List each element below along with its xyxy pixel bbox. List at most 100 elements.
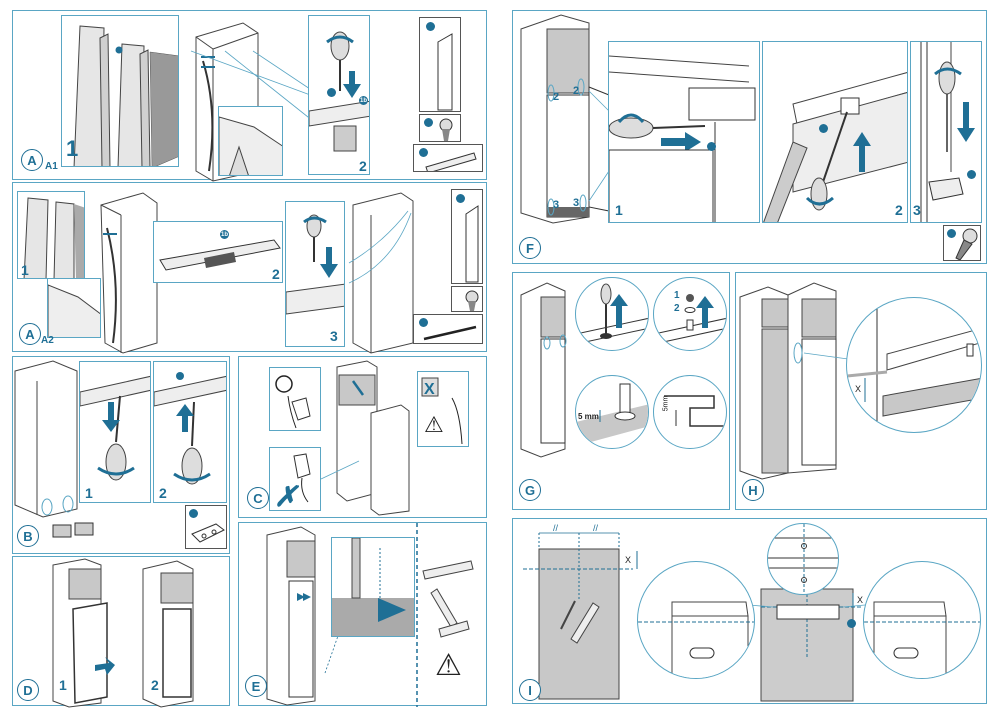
a2-step1-gaskets: 1	[17, 191, 85, 279]
panel-c: ✗ X ⚠ C	[238, 356, 487, 518]
g-zoom-5mm-dimension: 5 mm	[575, 375, 649, 449]
f-step2: 2	[762, 41, 908, 223]
fridge-install-illustration	[52, 558, 194, 708]
step-number: 1	[615, 202, 623, 218]
step-number: 3	[330, 328, 338, 344]
panel-i: // // X X I	[512, 518, 987, 704]
dimension-x-label: X	[857, 595, 864, 605]
panel-e: ⚠ E	[238, 522, 487, 707]
a1-hinge-detail	[218, 106, 283, 176]
part-badge	[967, 170, 976, 179]
part-badge	[327, 88, 336, 97]
part-tapping-screw	[943, 225, 981, 261]
section-sublabel-a2: A2	[41, 335, 54, 346]
i-zoom-top-center	[767, 523, 839, 595]
equal-spacing-mark: //	[553, 523, 559, 533]
section-letter-c: C	[247, 487, 269, 509]
callout-number: 2	[553, 91, 560, 103]
section-letter-f: F	[519, 237, 541, 259]
g-zoom-remove-screw	[575, 277, 649, 351]
section-letter-i: I	[519, 679, 541, 701]
i-zoom-right-edge	[863, 561, 981, 679]
step-number: 1	[85, 485, 93, 501]
step-number: 2	[159, 485, 167, 501]
e-detail-zoom	[331, 537, 415, 637]
part-badge	[707, 142, 716, 151]
callout-number: 3	[553, 199, 560, 211]
section-letter-e: E	[245, 675, 267, 697]
c-socket-warning: X ⚠	[417, 371, 469, 447]
section-letter-a: A	[21, 149, 43, 171]
svg-text:X: X	[424, 381, 435, 398]
fridge-alignment-illustration	[266, 523, 474, 707]
a2-step2-bracket: 1b 2	[153, 221, 283, 283]
step-number: 2	[151, 677, 159, 693]
door-panel-marking-illustration	[523, 532, 866, 702]
step-number: 1	[21, 262, 29, 278]
g-zoom-bracket-dimension: 5mm	[653, 375, 727, 449]
fridge-illustration	[100, 192, 414, 354]
nut-label: 1	[674, 290, 680, 301]
step-number: 2	[272, 266, 280, 282]
panel-a2: 1 1b 2 3 A A2	[12, 182, 487, 354]
part-screw	[419, 114, 461, 142]
callout-number: 3	[573, 197, 580, 209]
part-hinge-cover	[185, 505, 227, 549]
section-letter-g: G	[519, 479, 541, 501]
panel-a1: 1 1b 2 A	[12, 10, 487, 182]
a1-step1-gaskets: 1	[61, 15, 179, 167]
g-zoom-nut-washer: 1 2	[653, 277, 727, 351]
c-plug-coiled	[269, 367, 321, 431]
equal-spacing-mark: //	[593, 523, 599, 533]
panel-h: X H	[735, 272, 987, 510]
gasket-strips-illustration	[73, 25, 178, 166]
panel-f: 2 2 3 3 1 2	[512, 10, 987, 264]
part-badge	[189, 509, 198, 518]
part-gasket-strip	[419, 17, 461, 112]
f-step3: 3	[910, 41, 982, 223]
a2-hinge-detail	[47, 278, 101, 338]
panel-d: 1 2 D	[12, 556, 230, 708]
part-badge	[947, 229, 956, 238]
washer-label: 2	[674, 303, 680, 314]
part-badge	[426, 22, 435, 31]
a1-step2-screw: 1b 2	[308, 15, 370, 175]
b-step1: 1	[79, 361, 151, 503]
h-zoom-height-x: X	[846, 297, 982, 433]
prohibited-x-icon: ✗	[274, 481, 298, 511]
b-step2: 2	[153, 361, 227, 503]
i-zoom-left-edge	[637, 561, 755, 679]
section-letter-d: D	[17, 679, 39, 701]
step-number: 1	[59, 677, 67, 693]
step-number: 2	[895, 202, 903, 218]
part-badge-1b: 1b	[220, 230, 229, 239]
f-step1: 1	[608, 41, 760, 223]
part-badge	[847, 619, 856, 628]
part-badge-1b	[419, 318, 428, 327]
side-by-side-fridges-illustration	[739, 282, 849, 480]
step-number: 1	[66, 136, 79, 161]
dimension-label: 5 mm	[578, 412, 599, 421]
section-sublabel-a1: A1	[45, 161, 58, 172]
part-badge	[456, 194, 465, 203]
fridge-illustration	[520, 282, 567, 458]
dimension-x-label: X	[855, 384, 862, 394]
panel-b: 1 2 B	[12, 356, 230, 554]
part-gasket-rod	[413, 314, 483, 344]
warning-triangle-icon: ⚠	[424, 412, 444, 437]
dimension-label: 5mm	[662, 395, 670, 412]
warning-triangle-icon: ⚠	[435, 649, 462, 682]
callout-number: 2	[573, 85, 580, 97]
panel-g: 1 2 5 mm 5mm G	[512, 272, 730, 510]
part-gasket-strip	[451, 189, 483, 284]
c-plug-damaged: ✗	[269, 447, 321, 511]
section-letter-h: H	[742, 479, 764, 501]
section-letter-a: A	[19, 323, 41, 345]
part-badge	[819, 124, 828, 133]
step-number: 2	[359, 158, 367, 174]
fridge-in-cabinet-illustration	[320, 360, 410, 516]
a2-step3-screw: 3	[285, 201, 345, 347]
part-badge-1b	[419, 148, 428, 157]
part-badge-1b: 1b	[359, 96, 368, 105]
fridge-door-illustration	[520, 14, 610, 224]
